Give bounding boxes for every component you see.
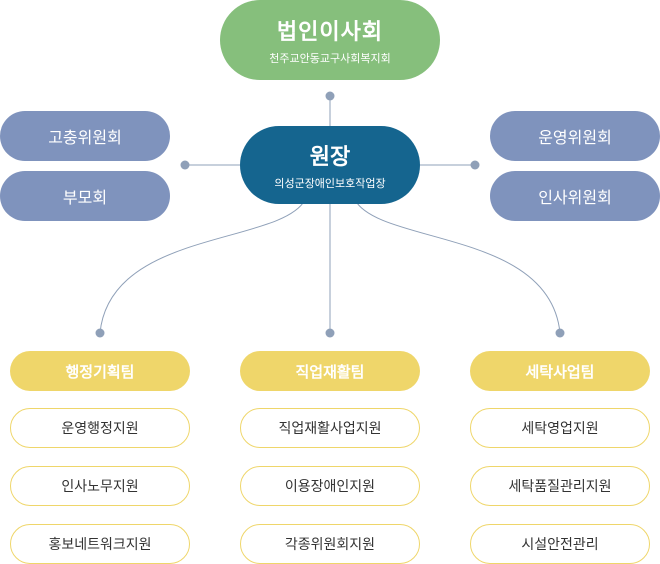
- team-admin-planning: 행정기획팀: [10, 351, 190, 391]
- team-vocational-rehab: 직업재활팀: [240, 351, 420, 391]
- director-node: 원장 의성군장애인보호작업장: [240, 126, 420, 204]
- connector-dot-right: [470, 160, 480, 170]
- sub-item: 세탁품질관리지원: [470, 466, 650, 506]
- connector-dot-team-3: [555, 328, 565, 338]
- committee-personnel: 인사위원회: [490, 171, 660, 221]
- sub-item: 이용장애인지원: [240, 466, 420, 506]
- sub-item: 인사노무지원: [10, 466, 190, 506]
- director-title: 원장: [309, 145, 351, 170]
- connector-dot-board: [325, 91, 335, 101]
- board-of-directors-node: 법인이사회 천주교안동교구사회복지회: [220, 0, 440, 80]
- connector-dot-team-1: [95, 328, 105, 338]
- connector-dot-left: [180, 160, 190, 170]
- team-laundry-business: 세탁사업팀: [470, 351, 650, 391]
- sub-item: 세탁영업지원: [470, 408, 650, 448]
- committee-operations: 운영위원회: [490, 111, 660, 161]
- committee-parents: 부모회: [0, 171, 170, 221]
- committee-grievance: 고충위원회: [0, 111, 170, 161]
- board-subtitle: 천주교안동교구사회복지회: [269, 52, 391, 65]
- sub-item: 운영행정지원: [10, 408, 190, 448]
- sub-item: 각종위원회지원: [240, 524, 420, 564]
- board-title: 법인이사회: [276, 20, 384, 45]
- connector-dot-team-2: [325, 328, 335, 338]
- sub-item: 직업재활사업지원: [240, 408, 420, 448]
- director-subtitle: 의성군장애인보호작업장: [274, 177, 386, 190]
- sub-item: 시설안전관리: [470, 524, 650, 564]
- sub-item: 홍보네트워크지원: [10, 524, 190, 564]
